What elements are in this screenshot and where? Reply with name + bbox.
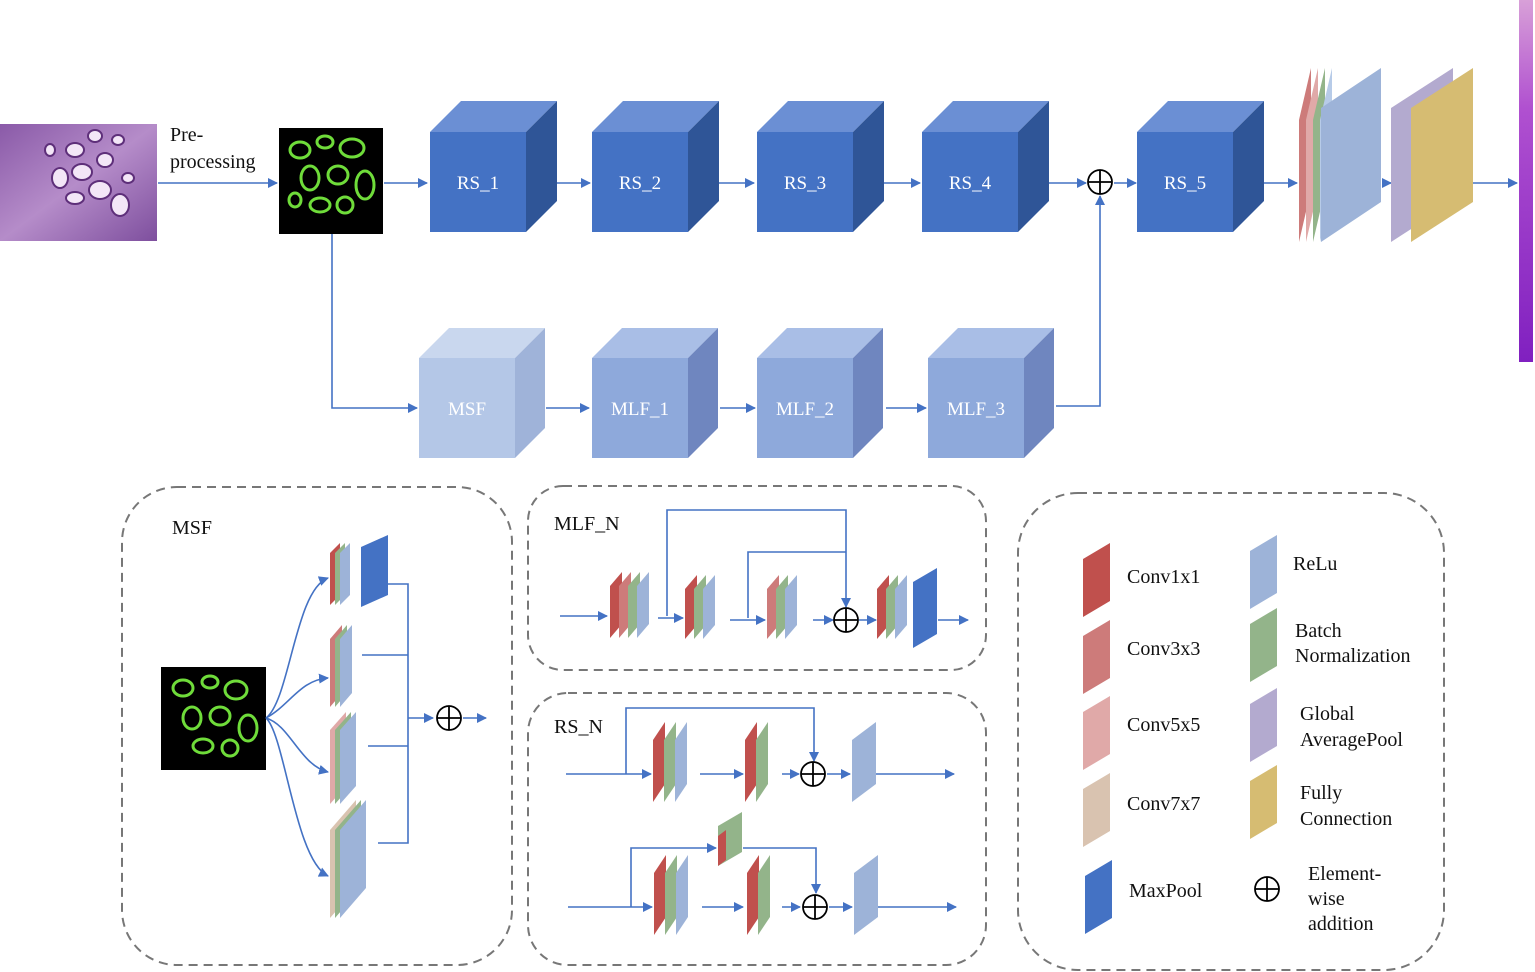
- legend-panel: [1017, 492, 1445, 971]
- mlf-block-2-label: MLF_2: [776, 399, 834, 420]
- legend-conv3x3-label: Conv3x3: [1127, 638, 1200, 660]
- rs-connections: [566, 707, 957, 912]
- legend-fc-swatch: [1250, 765, 1277, 839]
- rs-block-3-label: RS_3: [784, 173, 826, 194]
- rs-a-stack2-layer-1: [756, 722, 768, 802]
- legend-add-label-2: wise: [1308, 888, 1345, 910]
- legend-addition-icon: [1254, 876, 1280, 902]
- rs-b-shortcut-conv: [718, 830, 726, 866]
- mlf-connections: [560, 509, 969, 625]
- legend-gap-label-1: Global: [1300, 703, 1355, 725]
- msf-panel: [121, 486, 513, 966]
- legend-relu-swatch: [1250, 535, 1277, 609]
- msf-block: MSF: [419, 328, 545, 458]
- rs-block-2-label: RS_2: [619, 173, 661, 194]
- msf-connections: [265, 576, 487, 877]
- mlf-block-2: MLF_2: [757, 328, 883, 458]
- preprocessing-label-1: Pre-: [170, 124, 203, 146]
- mlf-block-3-label: MLF_3: [947, 399, 1005, 420]
- mlf-block-3: MLF_3: [928, 328, 1054, 458]
- rs-block-1-label: RS_1: [457, 173, 499, 194]
- rs-a-stack1-layer-2: [675, 722, 687, 802]
- edge-color-bar: [1519, 0, 1533, 362]
- preprocessing-label-2: processing: [170, 151, 256, 173]
- legend-conv5x5-swatch: [1083, 696, 1110, 770]
- msf-layer-stacks: [330, 535, 388, 918]
- msf-branch3-layer-2: [340, 712, 356, 804]
- legend-conv5x5-label: Conv5x5: [1127, 714, 1200, 736]
- mlf-stack2-layer-2: [703, 575, 715, 639]
- legend-conv7x7-swatch: [1083, 773, 1110, 847]
- mlf-stack4-layer-2: [895, 575, 907, 639]
- main-addition-icon: [1087, 169, 1113, 195]
- rs-addition-icon-1: [800, 761, 826, 787]
- msf-branch4-layer-2: [340, 800, 366, 918]
- mlf-block-1: MLF_1: [592, 328, 718, 458]
- legend-relu-label: ReLu: [1293, 553, 1337, 575]
- rs-block-4-label: RS_4: [949, 173, 992, 194]
- mlf-panel-title: MLF_N: [554, 513, 620, 535]
- msf-panel-title: MSF: [172, 517, 212, 539]
- rs-block-4: RS_4: [922, 101, 1049, 232]
- mlf-panel: [527, 485, 987, 671]
- rs-b-relu: [854, 855, 878, 935]
- legend-fc-label-1: Fully: [1300, 782, 1342, 804]
- rs-a-relu: [852, 722, 876, 802]
- mlf-addition-icon: [833, 607, 859, 633]
- rs-a-stack1-layer-0: [653, 722, 665, 802]
- mlf-block-1-label: MLF_1: [611, 399, 669, 420]
- rs-block-2: RS_2: [592, 101, 719, 232]
- legend-bn-swatch: [1250, 608, 1277, 682]
- legend-add-label-3: addition: [1308, 913, 1374, 935]
- rs-b-stack2-layer-1: [758, 855, 770, 935]
- legend-conv1x1-label: Conv1x1: [1127, 566, 1200, 588]
- rs-b-stack1-layer-0: [654, 855, 666, 935]
- classifier-head-layers: [1299, 68, 1473, 242]
- rs-block-5-label: RS_5: [1164, 173, 1206, 194]
- legend-swatches: [1083, 535, 1277, 934]
- msf-block-label: MSF: [448, 399, 486, 420]
- legend-bn-label-2: Normalization: [1295, 645, 1411, 667]
- head-relu-layer: [1321, 68, 1381, 242]
- msf-branch2-layer-2: [340, 625, 352, 707]
- rs-b-stack1-layer-1: [665, 855, 677, 935]
- legend-conv3x3-swatch: [1083, 620, 1110, 694]
- rs-b-stack2-layer-0: [747, 855, 759, 935]
- mlf-stack3-layer-2: [785, 575, 797, 639]
- msf-addition-icon: [436, 705, 462, 731]
- legend-fc-label-2: Connection: [1300, 808, 1392, 830]
- mlf-stack1-layer-3: [637, 572, 649, 638]
- legend-add-label-1: Element-: [1308, 863, 1381, 885]
- rs-panel: [527, 692, 987, 966]
- rs-block-3: RS_3: [757, 101, 884, 232]
- legend-gap-label-2: AveragePool: [1300, 729, 1403, 751]
- legend-conv7x7-label: Conv7x7: [1127, 793, 1200, 815]
- legend-gap-swatch: [1250, 688, 1277, 762]
- mlf-layer-stacks: [610, 568, 937, 648]
- legend-conv1x1-swatch: [1083, 543, 1110, 617]
- rs-block-1: RS_1: [430, 101, 557, 232]
- top-arrows: [158, 178, 1518, 413]
- rs-block-row: RS_1 RS_2 RS_3 RS_4 RS_5: [430, 101, 1264, 232]
- rs-a-stack1-layer-1: [664, 722, 676, 802]
- rs-panel-title: RS_N: [554, 716, 603, 738]
- rs-b-stack1-layer-2: [676, 855, 688, 935]
- multiscale-block-row: MSF MLF_1 MLF_2 MLF_3: [419, 328, 1054, 458]
- rs-addition-icon-2: [802, 894, 828, 920]
- rs-block-5: RS_5: [1137, 101, 1264, 232]
- msf-input-image: [161, 667, 266, 770]
- legend-maxpool-label: MaxPool: [1129, 880, 1203, 902]
- legend-maxpool-swatch: [1085, 860, 1112, 934]
- head-fc-layer: [1411, 68, 1473, 242]
- msf-branch1-layer-2: [340, 543, 350, 605]
- msf-branch1-maxpool: [361, 535, 388, 607]
- mlf-stack4-maxpool: [913, 568, 937, 648]
- input-histology-image: [0, 124, 157, 241]
- rs-a-stack2-layer-0: [745, 722, 757, 802]
- preprocessed-image: [279, 128, 383, 234]
- legend-bn-label-1: Batch: [1295, 620, 1342, 642]
- rs-layer-stacks: [653, 722, 878, 935]
